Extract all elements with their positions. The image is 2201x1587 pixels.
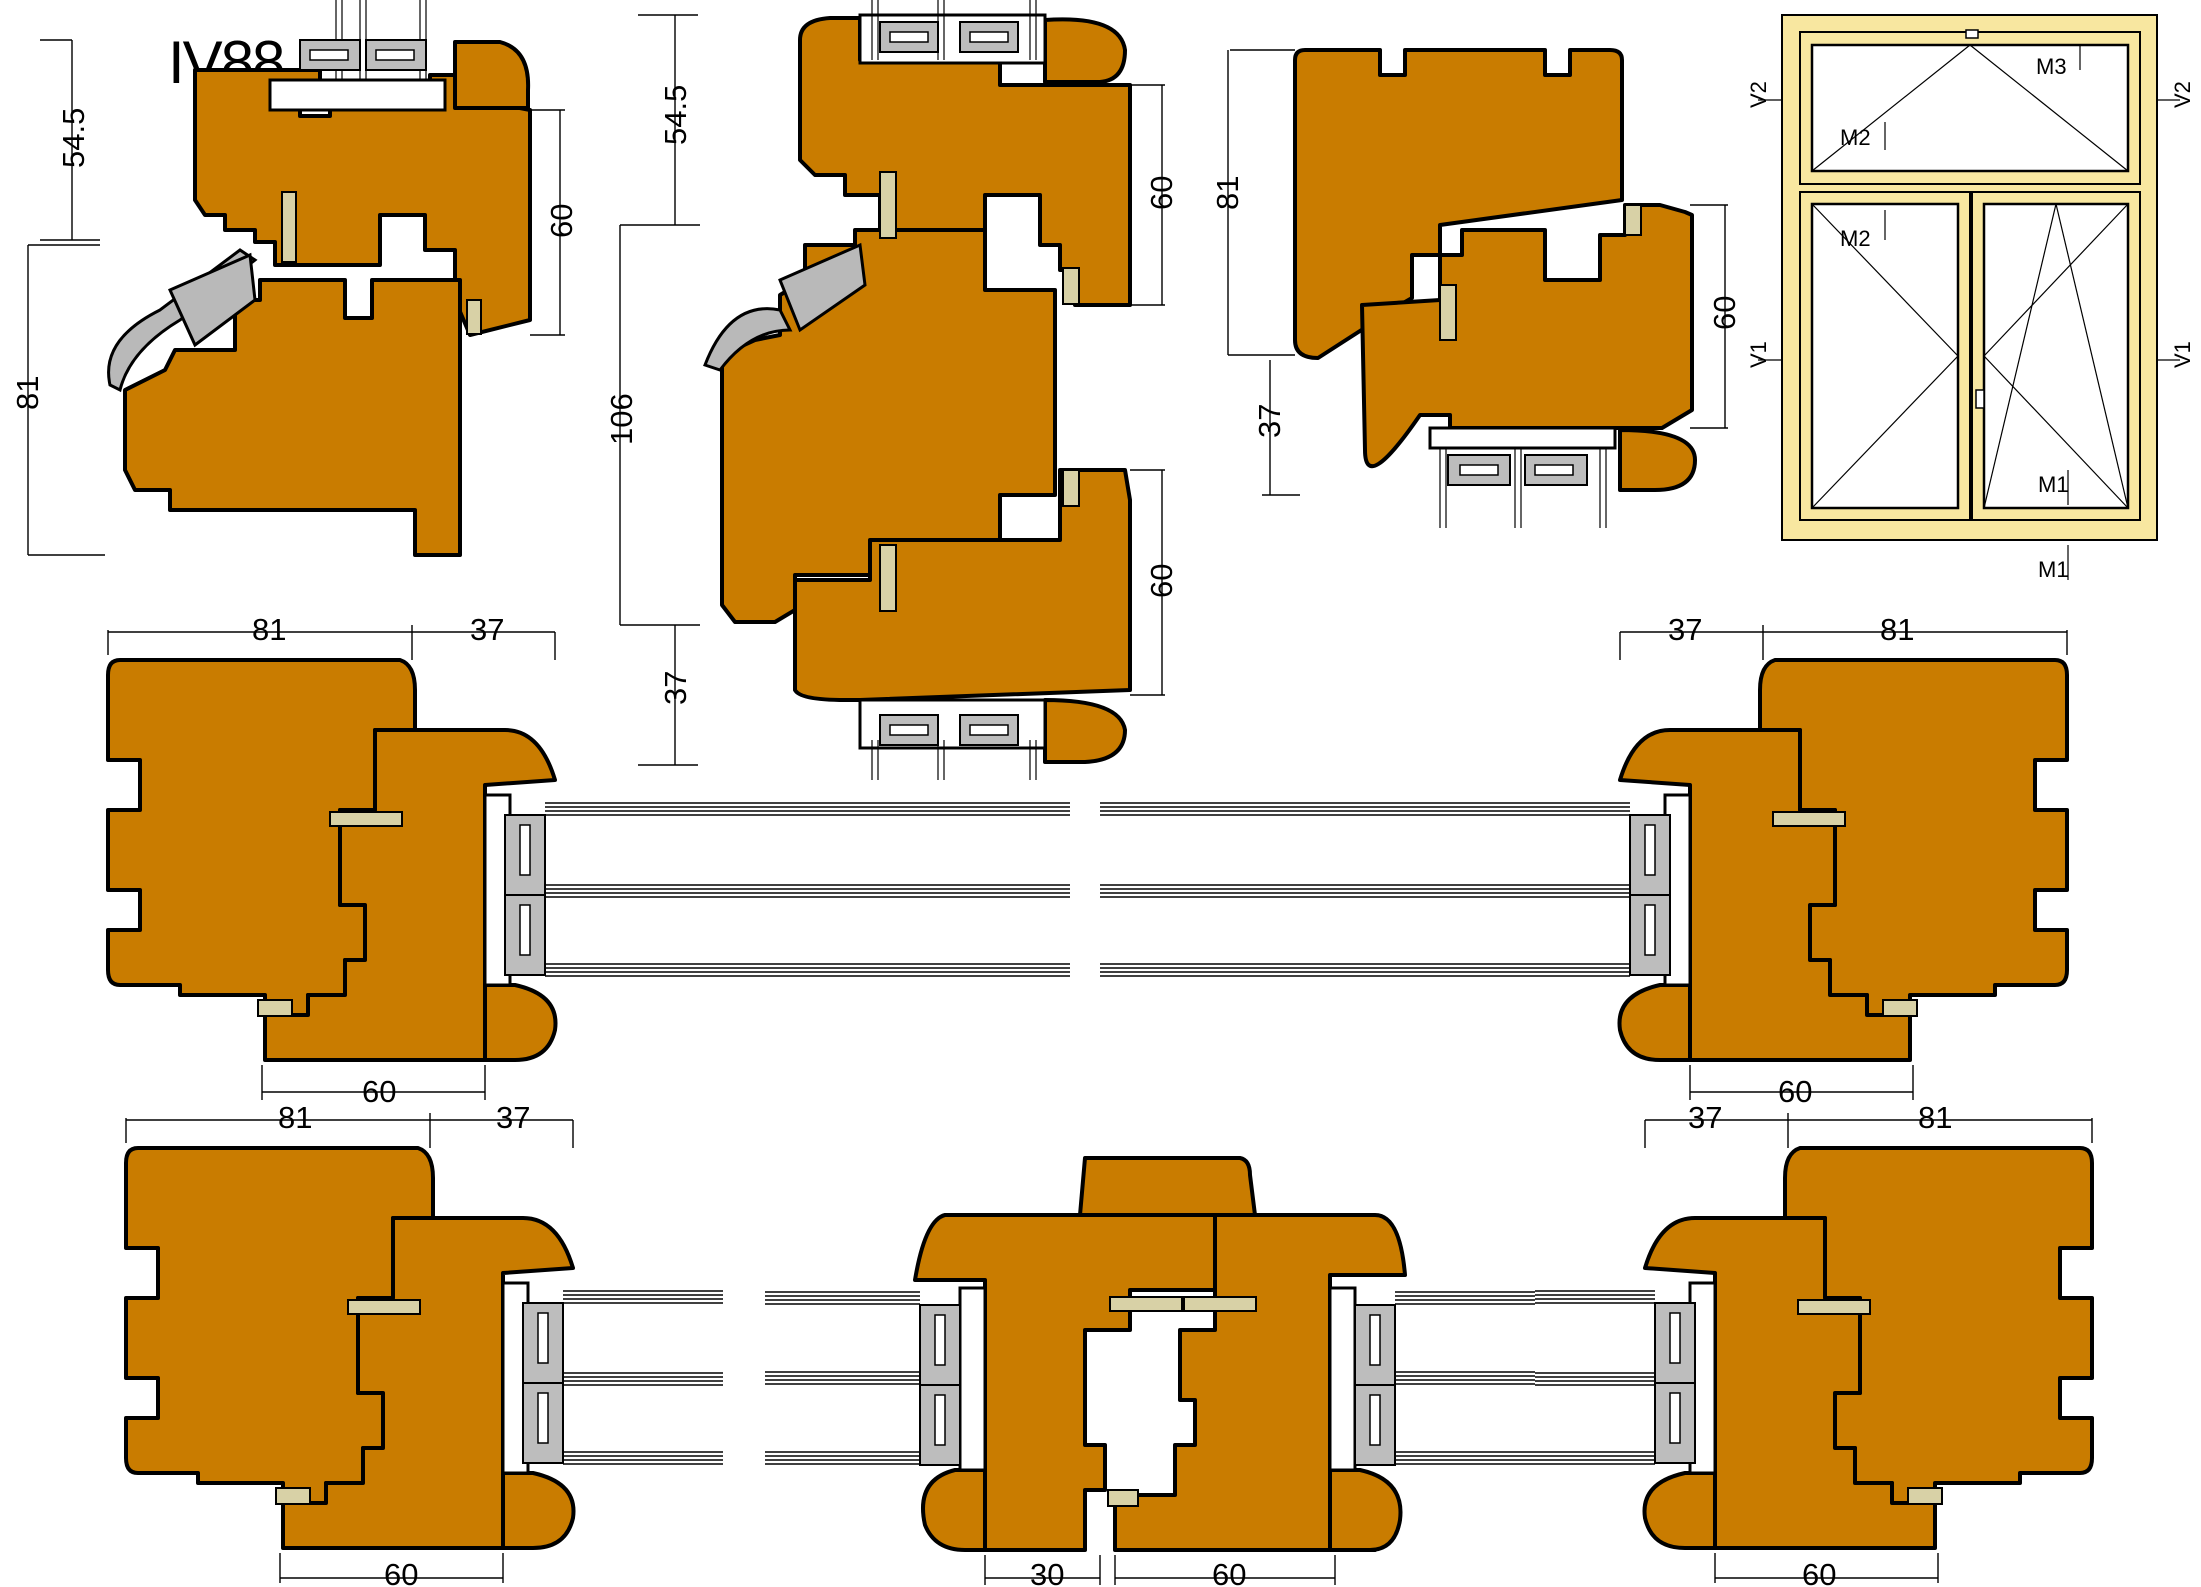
dim-c-81: 81 xyxy=(1210,176,1245,210)
mark-m2-bottom: M2 xyxy=(1840,226,1871,251)
head-glass xyxy=(1439,448,1607,528)
window-elevation xyxy=(1758,14,2180,580)
dim-e-60: 60 xyxy=(1778,1074,1812,1109)
dim-b-106: 106 xyxy=(604,393,639,445)
dim-d-37: 37 xyxy=(470,612,504,647)
dim-b-37: 37 xyxy=(658,671,693,705)
bottom-glass-b xyxy=(871,714,1037,780)
mark-m1-outer: M1 xyxy=(2038,557,2069,582)
dim-b-60-top: 60 xyxy=(1144,176,1179,210)
dim-h-60: 60 xyxy=(1802,1557,1836,1587)
section-jamb-bottom-right xyxy=(1535,1113,2094,1583)
dim-c-37: 37 xyxy=(1252,404,1287,438)
dim-h-37: 37 xyxy=(1688,1100,1722,1135)
dim-h-81: 81 xyxy=(1918,1100,1952,1135)
mark-m3: M3 xyxy=(2036,54,2067,79)
glass-lines-mullion-right xyxy=(1395,1291,1535,1465)
glass-lines-mullion-left xyxy=(765,1291,920,1465)
dim-e-37: 37 xyxy=(1668,612,1702,647)
glass-lines-left xyxy=(545,802,1070,977)
section-transom xyxy=(619,0,1165,780)
section-jamb-left xyxy=(106,625,1070,1100)
dim-e-81: 81 xyxy=(1880,612,1914,647)
mark-v1-right: V1 xyxy=(2170,341,2195,368)
dim-g-30: 30 xyxy=(1030,1557,1064,1587)
mark-m2-top: M2 xyxy=(1840,125,1871,150)
dim-f-37: 37 xyxy=(496,1100,530,1135)
dim-f-81: 81 xyxy=(278,1100,312,1135)
dim-a-60: 60 xyxy=(544,204,579,238)
dim-a-81: 81 xyxy=(10,376,45,410)
top-glass-a xyxy=(299,0,427,80)
dim-b-54-5: 54.5 xyxy=(658,85,693,145)
section-sill-left xyxy=(27,0,565,557)
top-glass-b xyxy=(871,0,1037,60)
dim-d-60: 60 xyxy=(362,1074,396,1109)
dim-g-60: 60 xyxy=(1212,1557,1246,1587)
mark-v1-left: V1 xyxy=(1746,341,1771,368)
dim-a-54-5: 54.5 xyxy=(56,108,91,168)
dim-c-60: 60 xyxy=(1707,296,1742,330)
mark-v2-left: V2 xyxy=(1746,81,1771,108)
dim-f-60: 60 xyxy=(384,1557,418,1587)
mark-m1-inner: M1 xyxy=(2038,472,2069,497)
section-mullion xyxy=(765,1156,1535,1585)
dim-d-81: 81 xyxy=(252,612,286,647)
section-head xyxy=(1227,48,1728,528)
mark-v2-right: V2 xyxy=(2170,81,2195,108)
section-jamb-right xyxy=(1100,625,2069,1100)
dim-b-60-bottom: 60 xyxy=(1144,564,1179,598)
section-jamb-bottom-left xyxy=(124,1113,723,1583)
